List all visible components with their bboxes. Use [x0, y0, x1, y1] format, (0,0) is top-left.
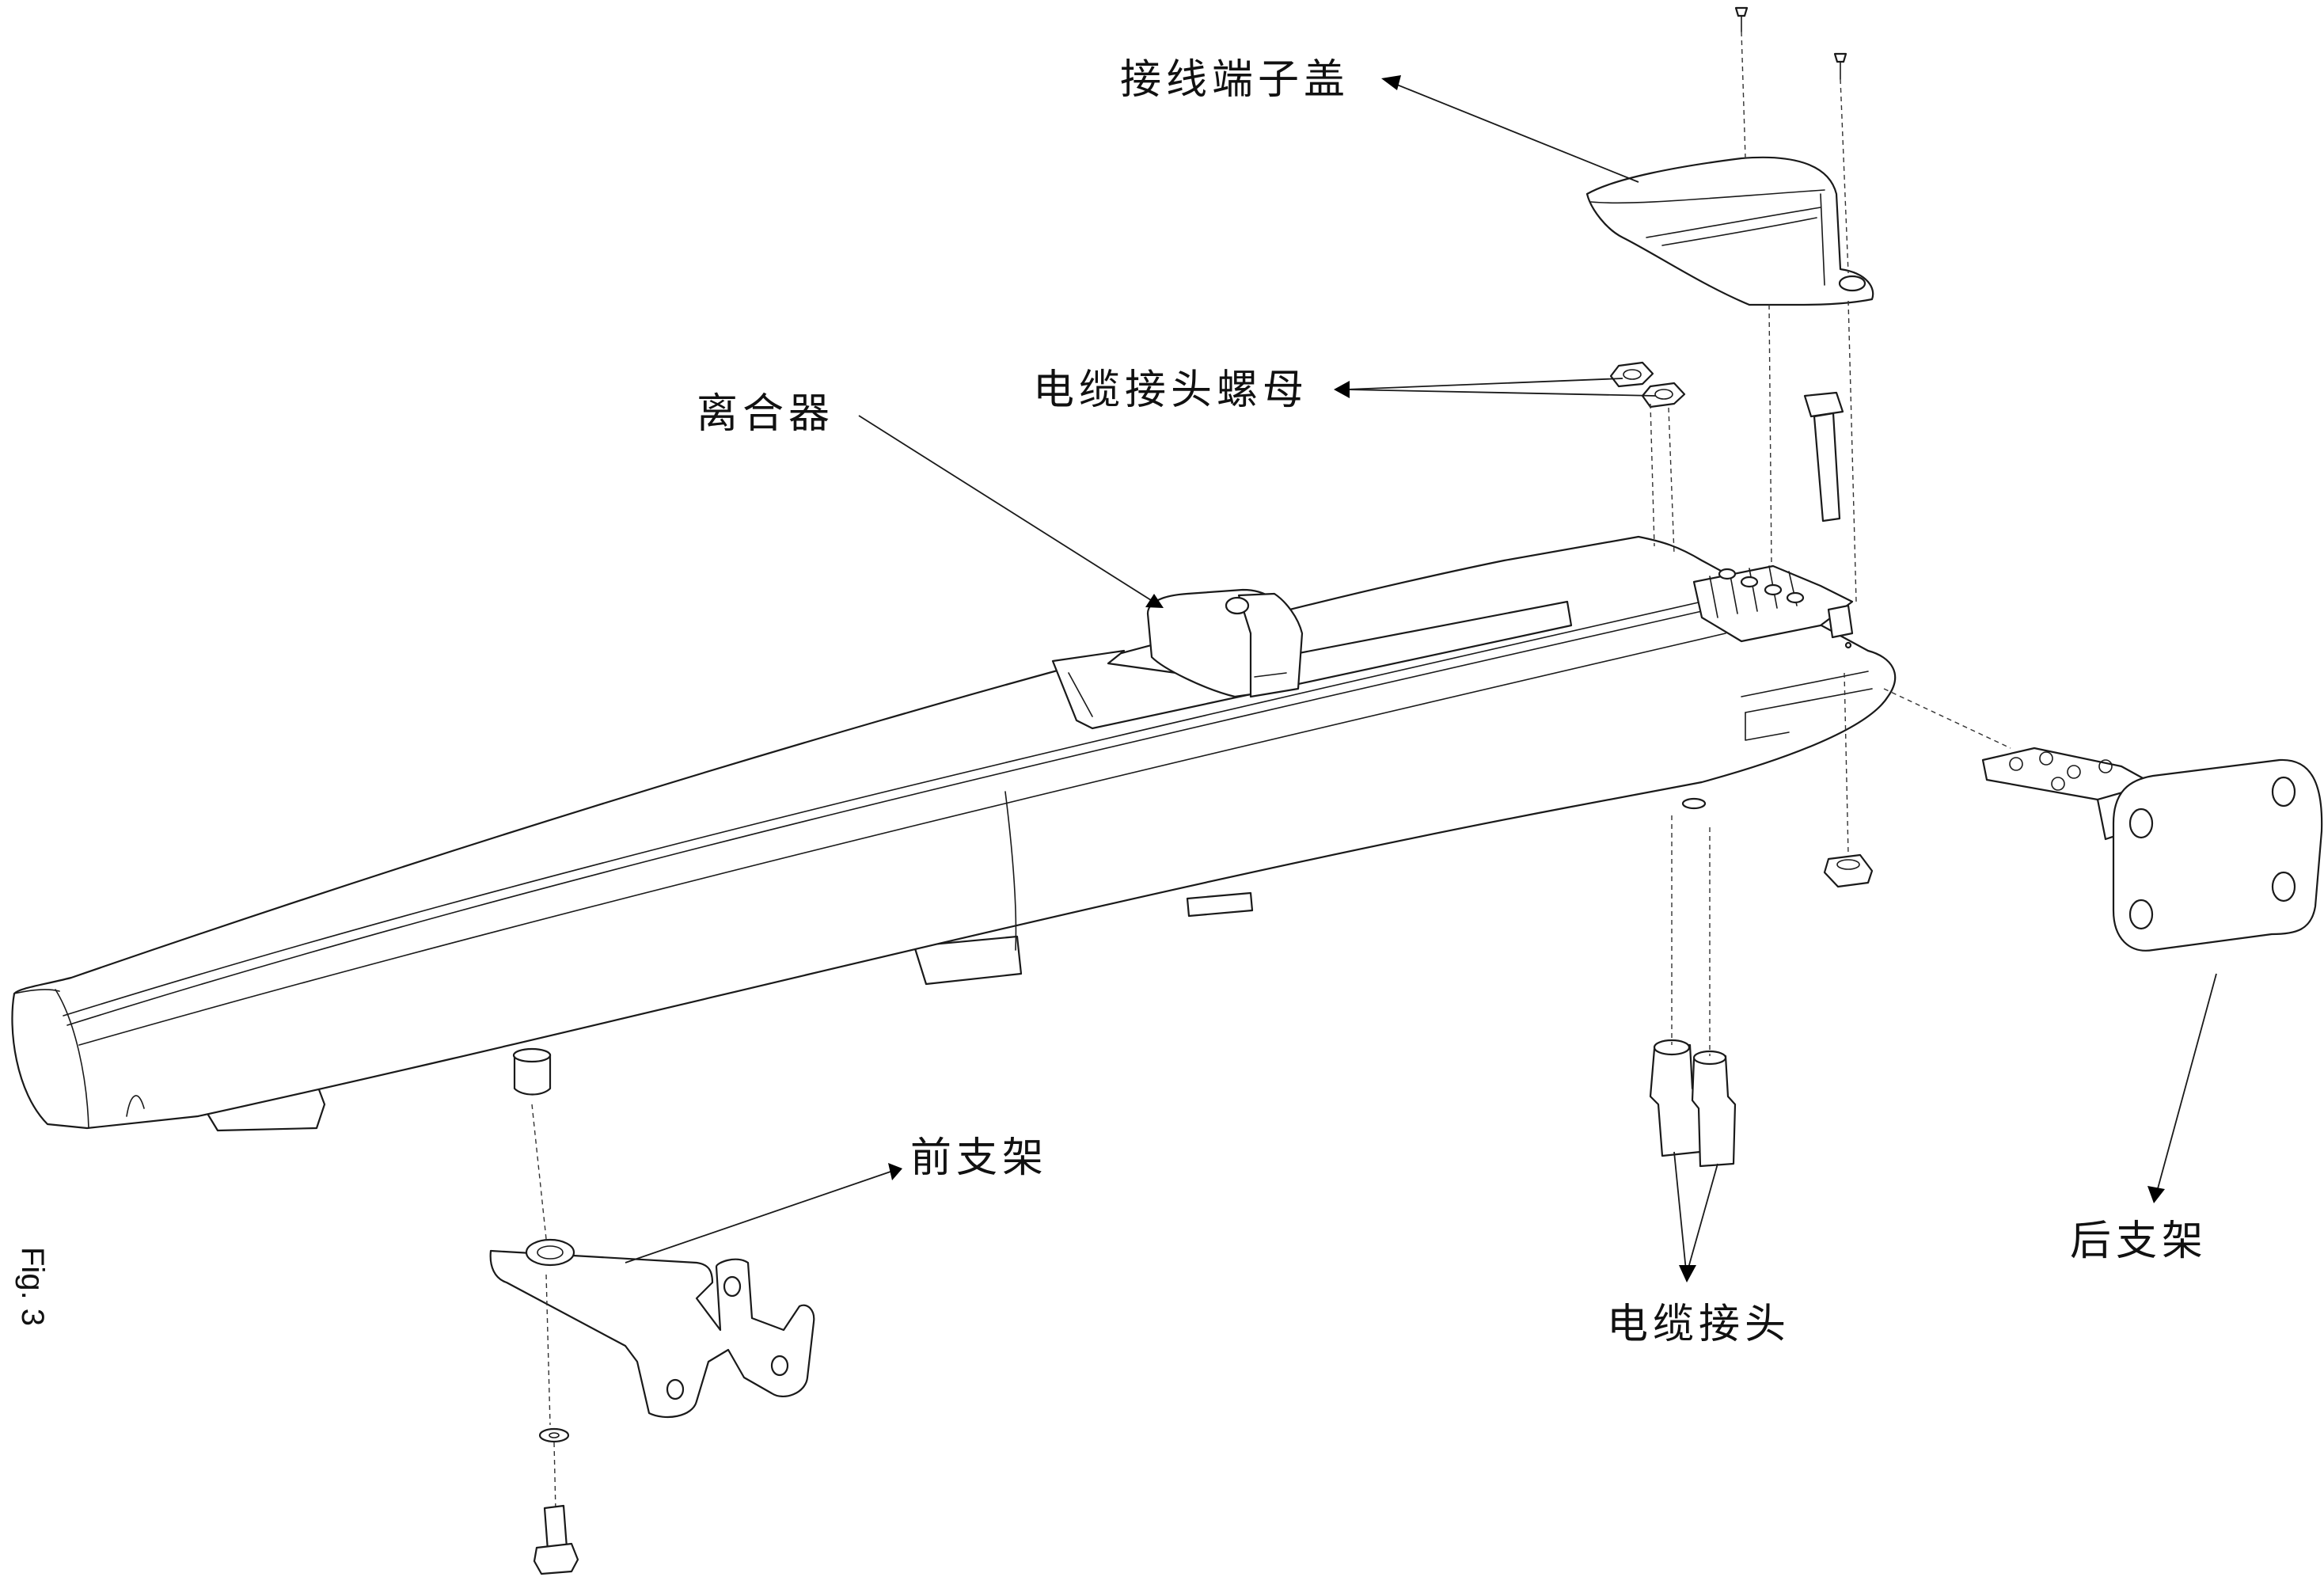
cover-screws [1734, 6, 1849, 274]
figure-number: Fig. 3 [15, 1247, 50, 1326]
actuator-body [11, 535, 1897, 1132]
front-bracket [489, 1104, 815, 1426]
leader-lines [625, 75, 2217, 1282]
rear-bracket [1883, 688, 2323, 952]
label-terminal-cover: 接线端子盖 [1120, 56, 1350, 104]
terminal-cover [1585, 156, 1874, 306]
terminal-block [1692, 564, 1854, 649]
front-bolt [533, 1427, 579, 1575]
cable-gland-nuts [1609, 361, 1686, 555]
top-cover-plate [1051, 600, 1573, 730]
label-cable-gland-nut: 电缆接头螺母 [1033, 367, 1308, 414]
label-cable-gland: 电缆接头 [1607, 1301, 1790, 1348]
cable-glands [1649, 815, 1737, 1168]
bolt-and-nut [1768, 300, 1874, 888]
label-front-bracket: 前支架 [910, 1134, 1048, 1182]
label-rear-bracket: 后支架 [2070, 1218, 2208, 1265]
clutch-housing [1146, 588, 1304, 698]
label-clutch: 离合器 [697, 390, 834, 438]
